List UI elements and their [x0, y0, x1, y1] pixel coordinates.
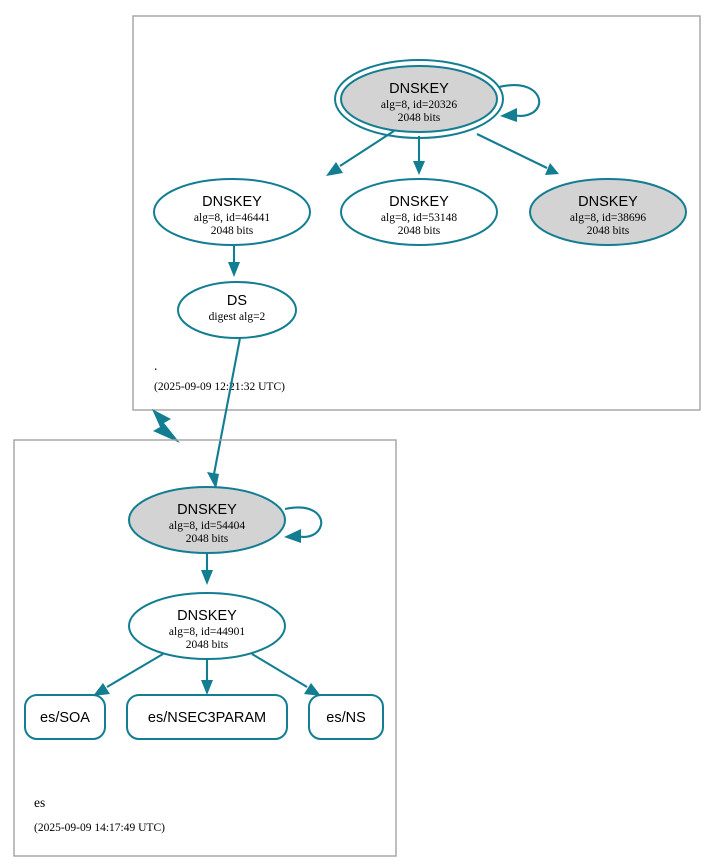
node-shape-dnskey-46441	[153, 178, 311, 246]
node-size-dnskey-46441: 2048 bits	[211, 225, 254, 237]
node-params-dnskey-38696: alg=8, id=38696	[570, 212, 646, 224]
node-title-dnskey-54404: DNSKEY	[177, 502, 237, 518]
node-params-dnskey-46441: alg=8, id=46441	[194, 212, 270, 224]
node-title-dnskey-46441: DNSKEY	[202, 194, 262, 210]
delegation-marker-root-to-es	[152, 409, 180, 443]
rrset-shape-es-soa	[24, 694, 106, 740]
zone-cluster-es: DNSKEY alg=8, id=54404 2048 bits DNSKEY …	[13, 439, 397, 857]
node-params-dnskey-20326: alg=8, id=20326	[381, 99, 457, 111]
node-title-dnskey-44901: DNSKEY	[177, 608, 237, 624]
edge-zsk-46441-to-ds	[228, 246, 240, 277]
node-dnskey-20326[interactable]: DNSKEY alg=8, id=20326 2048 bits	[334, 59, 504, 139]
node-size-dnskey-38696: 2048 bits	[587, 225, 630, 237]
edge-zsk-to-es-ns	[251, 653, 321, 696]
node-outer-ring-ksk	[334, 59, 504, 139]
node-shape-dnskey-38696	[529, 178, 687, 246]
rrset-label-es-nsec3param: es/NSEC3PARAM	[148, 710, 266, 726]
rrset-shape-es-ns	[308, 694, 384, 740]
node-params-dnskey-54404: alg=8, id=54404	[169, 520, 245, 532]
node-size-dnskey-53148: 2048 bits	[398, 225, 441, 237]
rrset-label-es-soa: es/SOA	[40, 710, 90, 726]
node-title-ds: DS	[227, 293, 247, 309]
node-size-dnskey-44901: 2048 bits	[186, 639, 229, 651]
node-params-dnskey-53148: alg=8, id=53148	[381, 212, 457, 224]
edge-zsk-to-es-nsec3param	[201, 659, 213, 695]
zone-boundary-root	[132, 15, 701, 411]
node-dnskey-54404[interactable]: DNSKEY alg=8, id=54404 2048 bits	[128, 486, 286, 554]
node-shape-dnskey-54404	[128, 486, 286, 554]
node-size-dnskey-54404: 2048 bits	[186, 533, 229, 545]
node-dnskey-46441[interactable]: DNSKEY alg=8, id=46441 2048 bits	[153, 178, 311, 246]
node-shape-ds	[177, 281, 297, 339]
node-title-dnskey-53148: DNSKEY	[389, 194, 449, 210]
node-title-dnskey-20326: DNSKEY	[389, 81, 449, 97]
node-title-dnskey-38696: DNSKEY	[578, 194, 638, 210]
edge-es-ksk-to-zsk	[201, 554, 213, 585]
zone-label-root: .	[154, 358, 157, 373]
node-shape-dnskey-53148	[340, 178, 498, 246]
edge-ds-to-es-ksk	[207, 337, 242, 489]
zone-label-es: es	[34, 795, 45, 810]
edge-root-ksk-to-key-38696	[476, 133, 559, 175]
rrset-es-ns[interactable]: es/NS	[308, 694, 384, 740]
rrset-label-es-ns: es/NS	[326, 710, 366, 726]
node-dnskey-44901[interactable]: DNSKEY alg=8, id=44901 2048 bits	[128, 592, 286, 660]
node-dnskey-38696[interactable]: DNSKEY alg=8, id=38696 2048 bits	[529, 178, 687, 246]
edge-zsk-to-es-soa	[93, 653, 164, 696]
rrset-shape-es-nsec3param	[126, 694, 288, 740]
rrset-es-soa[interactable]: es/SOA	[24, 694, 106, 740]
node-size-dnskey-20326: 2048 bits	[398, 112, 441, 124]
node-dnskey-53148[interactable]: DNSKEY alg=8, id=53148 2048 bits	[340, 178, 498, 246]
self-signature-loop-root-ksk	[498, 84, 541, 122]
edge-root-ksk-to-zsk-53148	[413, 136, 425, 175]
node-shape-dnskey-20326	[340, 65, 498, 133]
zone-timestamp-es: (2025-09-09 14:17:49 UTC)	[34, 822, 165, 834]
self-signature-loop-es-ksk	[284, 506, 323, 543]
node-ds-root[interactable]: DS digest alg=2	[177, 281, 297, 339]
rrset-es-nsec3param[interactable]: es/NSEC3PARAM	[126, 694, 288, 740]
edge-root-ksk-to-zsk-46441	[326, 130, 395, 176]
zone-timestamp-root: (2025-09-09 12:21:32 UTC)	[154, 381, 285, 393]
node-params-ds: digest alg=2	[209, 311, 266, 323]
node-params-dnskey-44901: alg=8, id=44901	[169, 626, 245, 638]
zone-cluster-root: DNSKEY alg=8, id=20326 2048 bits DNSKEY …	[132, 15, 701, 411]
zone-boundary-es	[13, 439, 397, 857]
